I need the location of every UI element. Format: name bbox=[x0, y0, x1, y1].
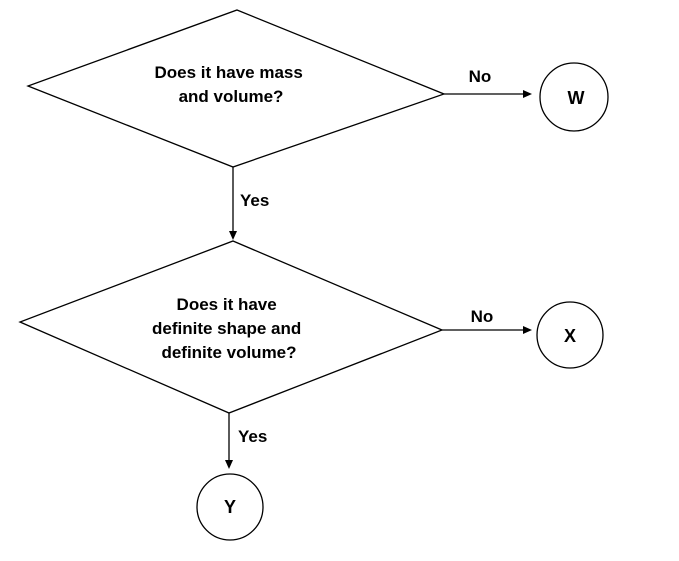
arrowhead-q1-w bbox=[523, 90, 532, 98]
edge-label-yes-1: Yes bbox=[240, 191, 269, 210]
edge-q2-to-y: Yes bbox=[225, 413, 267, 469]
decision-2-line-1: Does it have bbox=[177, 295, 277, 314]
edge-label-yes-2: Yes bbox=[238, 427, 267, 446]
arrowhead-q1-q2 bbox=[229, 231, 237, 240]
decision-1-line-2: and volume? bbox=[179, 87, 284, 106]
decision-2-text: Does it have definite shape and definite… bbox=[152, 295, 306, 362]
terminal-circle-w bbox=[539, 62, 609, 132]
terminal-y: Y bbox=[196, 473, 264, 541]
terminal-label-w: W bbox=[568, 88, 585, 108]
decision-2-line-3: definite volume? bbox=[161, 343, 296, 362]
decision-2-line-2: definite shape and bbox=[152, 319, 301, 338]
terminal-w: W bbox=[539, 62, 609, 132]
edge-q2-to-x: No bbox=[442, 307, 532, 334]
arrowhead-q2-y bbox=[225, 460, 233, 469]
arrowhead-q2-x bbox=[523, 326, 532, 334]
edge-label-no-2: No bbox=[471, 307, 494, 326]
edge-label-no-1: No bbox=[469, 67, 492, 86]
decision-1-text: Does it have mass and volume? bbox=[154, 63, 307, 106]
decision-definite-shape-volume: Does it have definite shape and definite… bbox=[18, 240, 444, 414]
terminal-label-y: Y bbox=[224, 497, 236, 517]
terminal-label-x: X bbox=[564, 326, 576, 346]
terminal-circle-x bbox=[536, 301, 604, 369]
edge-q1-to-q2: Yes bbox=[229, 167, 269, 240]
edge-q1-to-w: No bbox=[444, 67, 532, 98]
decision-mass-and-volume: Does it have mass and volume? bbox=[26, 9, 446, 168]
terminal-x: X bbox=[536, 301, 604, 369]
decision-1-line-1: Does it have mass bbox=[154, 63, 302, 82]
terminal-circle-y bbox=[196, 473, 264, 541]
